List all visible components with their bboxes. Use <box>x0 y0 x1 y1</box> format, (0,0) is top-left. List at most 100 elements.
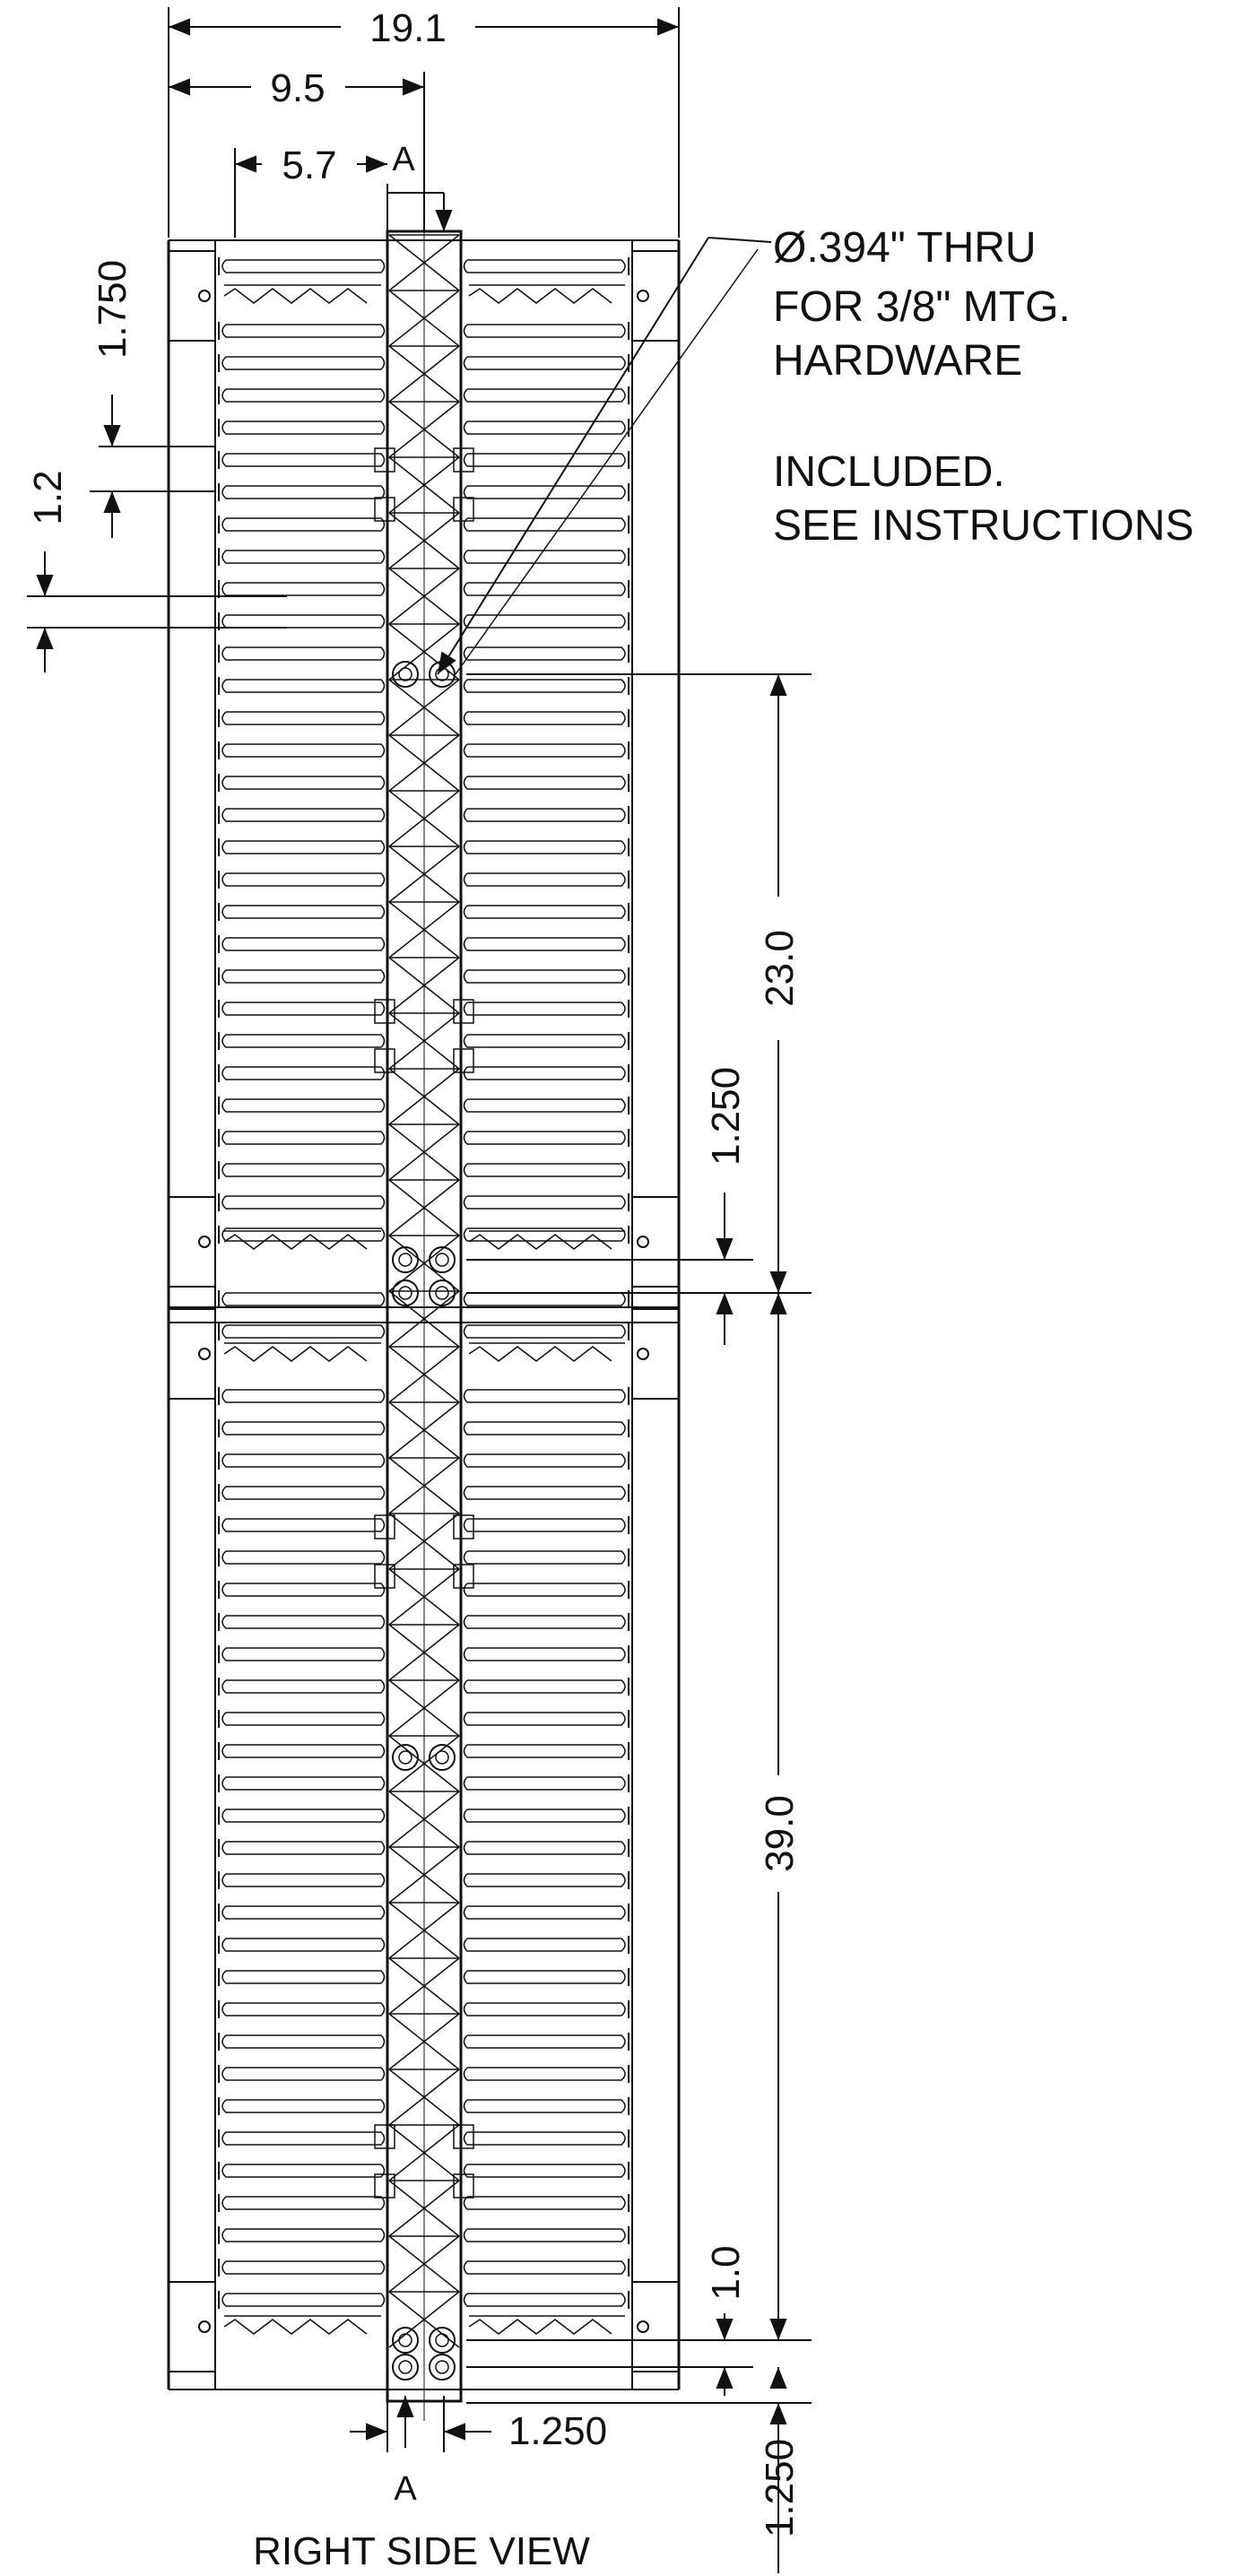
latch-clip <box>374 2124 474 2149</box>
cable-finger <box>218 1193 630 1211</box>
spine-cross-brace <box>388 456 460 514</box>
dim-upper-mount-span: 23.0 <box>758 930 802 1007</box>
cable-finger <box>218 2033 630 2051</box>
note-line-3: HARDWARE <box>773 337 1022 385</box>
spine-cross-brace <box>388 1179 460 1236</box>
cable-finger <box>218 1419 630 1437</box>
cable-finger <box>218 386 630 404</box>
cable-finger <box>218 1323 630 1340</box>
dim-bottom-gap: 1.0 <box>704 2245 748 2300</box>
cable-finger <box>218 1290 630 1308</box>
dim-bottom-width-offset: 1.250 <box>508 2409 607 2453</box>
cable-finger <box>218 1161 630 1179</box>
spine-cross-brace <box>388 290 460 347</box>
mounting-hole <box>392 1246 456 1273</box>
note-line-1: Ø.394" THRU <box>773 224 1037 272</box>
spine-cross-brace <box>388 1012 460 1070</box>
spine-cross-brace <box>388 2069 460 2126</box>
mounting-hole <box>392 1279 456 1306</box>
spine-cross-brace <box>388 512 460 569</box>
latch-clip <box>374 999 474 1024</box>
cable-finger <box>218 1871 630 1889</box>
mounting-hole <box>392 2354 456 2381</box>
cable-finger <box>218 1000 630 1018</box>
spine-cross-brace <box>388 679 460 736</box>
mounting-bracket <box>168 2281 680 2372</box>
cable-finger <box>218 838 630 856</box>
latch-clip <box>374 447 474 473</box>
view-title: RIGHT SIDE VIEW <box>253 2529 590 2573</box>
cable-finger <box>218 1387 630 1405</box>
spine-cross-brace <box>388 957 460 1014</box>
spine-cross-brace <box>388 1624 460 1681</box>
latch-clip <box>374 497 474 522</box>
cable-finger <box>218 1064 630 1082</box>
cable-finger <box>218 1936 630 1954</box>
cable-finger <box>218 419 630 437</box>
latch-clip <box>374 1048 474 1073</box>
spine-cross-brace <box>388 1846 460 1904</box>
cable-finger <box>218 257 630 275</box>
spine-cross-brace <box>388 790 460 847</box>
cable-finger <box>218 1645 630 1663</box>
cable-finger <box>218 483 630 501</box>
cable-finger <box>218 580 630 598</box>
mounting-bracket <box>168 1196 680 1288</box>
cable-finger <box>218 2097 630 2115</box>
spine-cross-brace <box>388 345 460 403</box>
spine-cross-brace <box>388 568 460 625</box>
mounting-bracket <box>168 1308 680 1400</box>
cable-finger <box>218 774 630 792</box>
cable-finger <box>218 2259 630 2277</box>
cable-finger <box>218 1097 630 1115</box>
dim-top-rail-spacing: 1.750 <box>91 260 135 359</box>
cable-finger <box>218 1678 630 1696</box>
cable-finger <box>218 2162 630 2180</box>
cable-finger <box>218 1613 630 1631</box>
spine-cross-brace <box>388 2013 460 2070</box>
cable-finger <box>218 935 630 953</box>
cable-finger <box>218 1968 630 1986</box>
cable-finger <box>218 548 630 566</box>
cable-finger <box>218 2129 630 2147</box>
spine-cross-brace <box>388 1902 460 1959</box>
cable-finger <box>218 2065 630 2083</box>
cable-finger <box>218 903 630 921</box>
mounting-hole <box>392 2327 456 2354</box>
dim-finger-pitch: 1.2 <box>26 470 70 525</box>
spine-cross-brace <box>388 2180 460 2237</box>
cable-finger <box>218 1032 630 1050</box>
spine-cross-brace <box>388 734 460 792</box>
cable-finger <box>218 1452 630 1470</box>
dim-bottom-vertical-offset: 1.250 <box>758 2439 802 2537</box>
spine-cross-brace <box>388 1401 460 1459</box>
spine-cross-brace <box>388 1123 460 1181</box>
latch-clip <box>374 1514 474 1540</box>
section-marker-bottom: A <box>394 2470 417 2508</box>
latch-clip <box>374 2173 474 2199</box>
cable-manager-body <box>167 184 681 2421</box>
cable-finger <box>218 1807 630 1825</box>
spine-cross-brace <box>388 1679 460 1737</box>
spine-cross-brace <box>388 1791 460 1848</box>
cable-finger <box>218 1548 630 1566</box>
cable-finger <box>218 645 630 663</box>
spine-cross-brace <box>388 1568 460 1626</box>
dimension-lines <box>27 7 812 2573</box>
cable-finger <box>218 1774 630 1792</box>
section-marker-top: A <box>392 141 415 178</box>
cable-finger <box>218 2194 630 2212</box>
mounting-bracket <box>168 250 680 342</box>
spine-cross-brace <box>388 1513 460 1570</box>
cable-finger <box>218 1839 630 1857</box>
cable-finger <box>218 1710 630 1728</box>
note-line-5: SEE INSTRUCTIONS <box>773 502 1194 550</box>
cable-finger <box>218 2000 630 2018</box>
cable-finger <box>218 1516 630 1534</box>
cable-finger <box>218 451 630 469</box>
cable-finger <box>218 354 630 372</box>
cable-finger <box>218 742 630 759</box>
cable-finger <box>218 871 630 889</box>
cable-finger <box>218 967 630 985</box>
